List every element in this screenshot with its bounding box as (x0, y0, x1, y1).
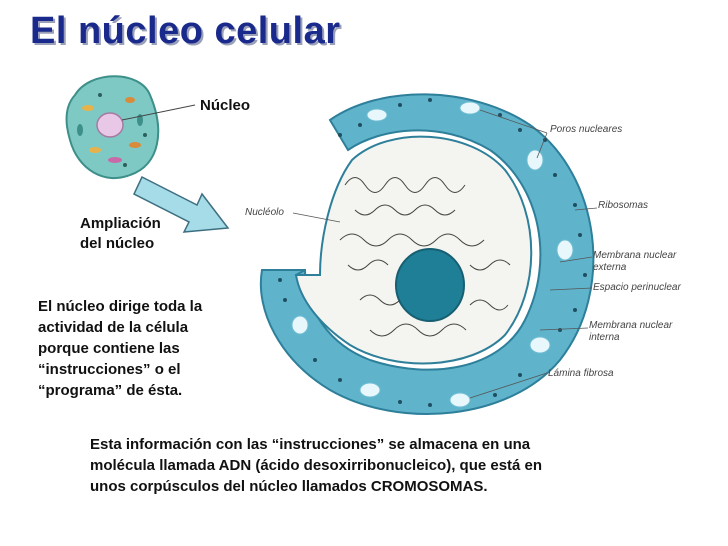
cell-illustration (65, 75, 196, 180)
intro-line: actividad de la célula (38, 319, 189, 336)
magnify-label-line: Ampliación (80, 215, 161, 232)
label-line: externa (593, 262, 627, 273)
label-line: Membrana nuclear (593, 250, 677, 261)
label-membrana-externa: Membrana nuclear externa (593, 250, 676, 274)
magnify-arrow (133, 175, 230, 233)
magnify-label: Ampliación del núcleo (80, 214, 200, 254)
label-lamina: Lámina fibrosa (548, 368, 614, 379)
nucleolus (395, 248, 465, 322)
intro-line: porque contiene las (38, 340, 180, 357)
label-poros: Poros nucleares (550, 124, 623, 135)
bottom-line: Esta información con las “instrucciones”… (90, 436, 531, 453)
page-title: El núcleo celular (30, 10, 341, 52)
label-ribosomas: Ribosomas (598, 200, 649, 211)
bottom-paragraph: Esta información con las “instrucciones”… (90, 434, 690, 497)
magnify-label-line: del núcleo (80, 235, 155, 252)
label-line: Membrana nuclear (589, 320, 673, 331)
label-nucleolo: Nucléolo (245, 207, 284, 218)
bottom-line: molécula llamada ADN (ácido desoxirribon… (90, 457, 543, 474)
intro-line: “programa” de ésta. (38, 382, 183, 399)
nucleus-cross-section (259, 93, 598, 415)
cell-nucleus (96, 112, 124, 138)
bottom-line: unos corpúsculos del núcleo llamados CRO… (90, 478, 488, 495)
label-espacio: Espacio perinuclear (593, 282, 681, 293)
intro-line: El núcleo dirige toda la (38, 298, 203, 315)
intro-line: “instrucciones” o el (38, 361, 181, 378)
intro-paragraph: El núcleo dirige toda la actividad de la… (38, 296, 248, 401)
cell-nucleus-label: Núcleo (200, 97, 251, 114)
label-line: interna (589, 332, 620, 343)
label-membrana-interna: Membrana nuclear interna (589, 320, 672, 344)
